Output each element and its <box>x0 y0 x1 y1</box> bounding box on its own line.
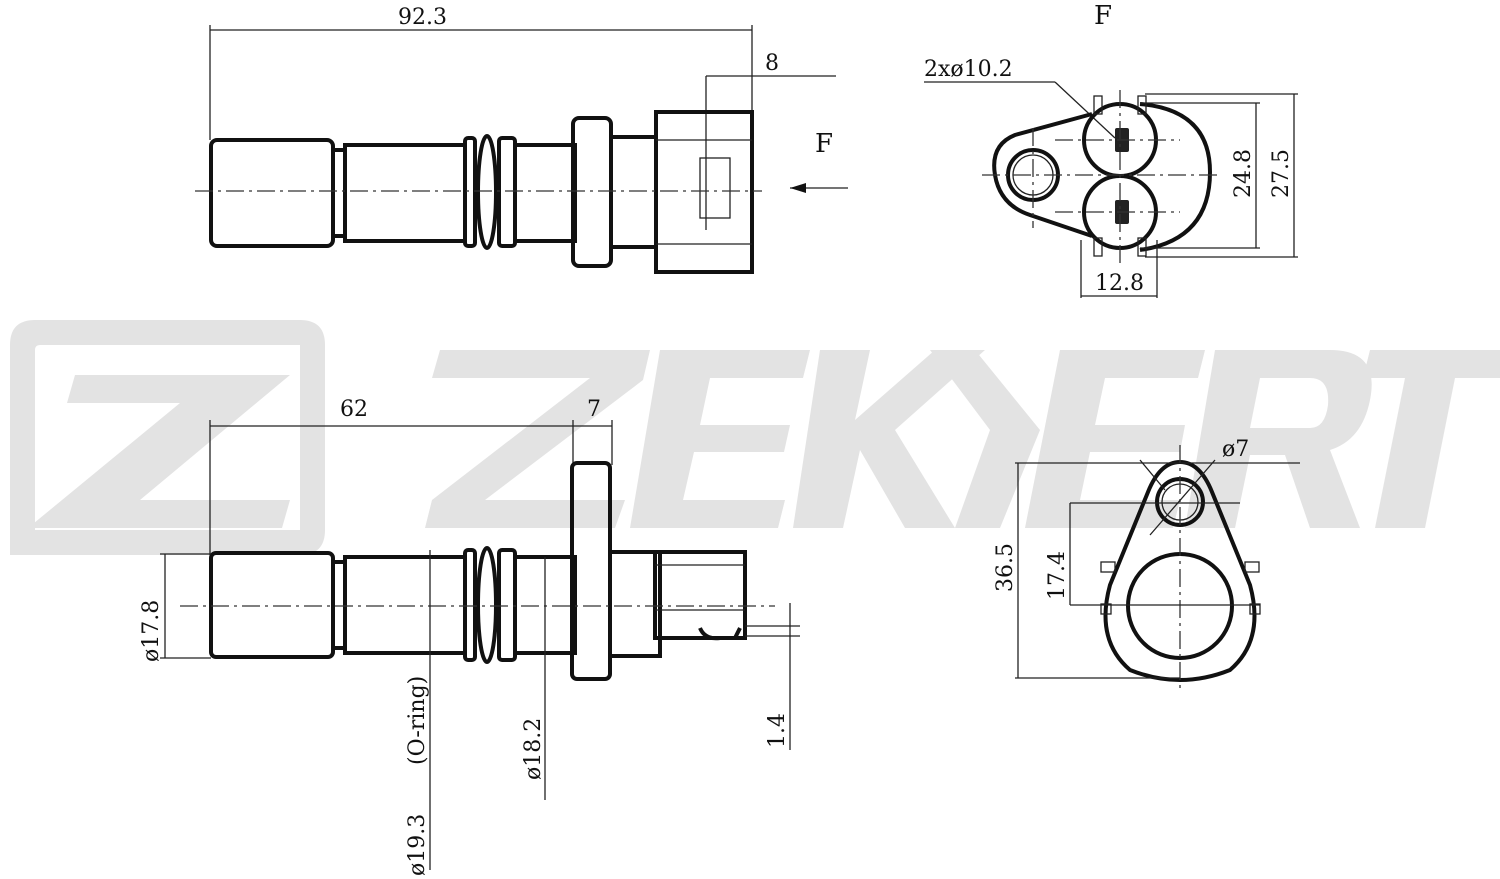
dim-offset: 1.4 <box>765 713 790 748</box>
view-arrow-label: F <box>815 129 833 159</box>
dim-flange-thickness: 7 <box>587 397 601 422</box>
dim-shaft-diameter: ø18.2 <box>521 718 546 780</box>
dim-connector-offset: 8 <box>765 51 779 76</box>
dim-total-height: 36.5 <box>993 543 1018 592</box>
oring-note: (O-ring) <box>405 676 430 765</box>
flange-view: ø7 36.5 17.4 <box>993 437 1300 690</box>
front-view-f: F 2xø10.2 24.8 27.5 12.8 <box>924 1 1298 298</box>
dim-pin-diameter: 2xø10.2 <box>924 57 1013 82</box>
dim-inner-height: 24.8 <box>1231 149 1256 198</box>
dim-tip-diameter: ø17.8 <box>139 600 164 662</box>
dim-outer-height: 27.5 <box>1269 149 1294 198</box>
dim-body-length: 62 <box>340 397 368 422</box>
dim-hole-diameter: ø7 <box>1222 437 1249 462</box>
dim-width: 12.8 <box>1095 271 1144 296</box>
dim-hole-center-distance: 17.4 <box>1045 551 1070 600</box>
view-title-f: F <box>1094 1 1112 31</box>
watermark-logo <box>10 320 1500 555</box>
dim-oring-diameter: ø19.3 <box>405 814 430 876</box>
dim-overall-length: 92.3 <box>398 5 447 30</box>
side-view-bottom: 62 7 ø17.8 ø19.3 (O-ring) ø18.2 1.4 <box>139 397 800 876</box>
side-view-top: 92.3 8 F <box>195 5 848 274</box>
